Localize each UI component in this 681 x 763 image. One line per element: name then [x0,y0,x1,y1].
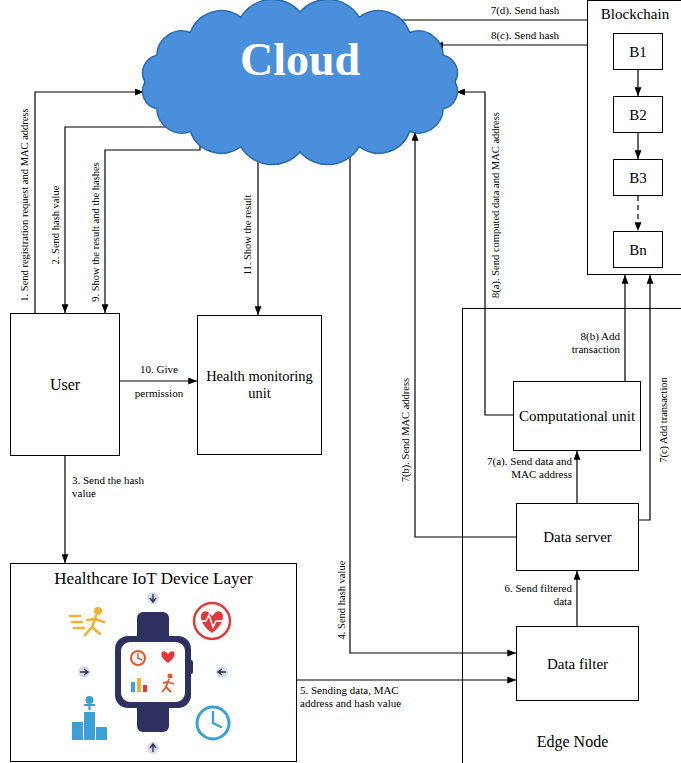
edge-label: 5. Sending data, MAC address and hash va… [300,684,425,710]
edge-label: 7(b). Send MAC address [399,378,412,482]
node-label: B1 [625,43,651,61]
connector [576,451,577,503]
watch-screen [121,642,185,702]
block-box: B1 [613,33,663,70]
connector [637,196,638,231]
screen-bar [137,678,141,692]
screen-bar [131,682,135,692]
connector [435,44,587,45]
connector [120,380,197,381]
clock-hands [213,712,221,727]
edge-label: 8(b) Add transaction [545,330,620,356]
connector [415,132,516,537]
connector [105,139,200,314]
edge-node-box: Edge Node Computational unitData serverDa… [462,308,681,763]
arrow-dot-arrow [218,669,226,675]
connector [637,133,638,159]
edge-label: 1. Send registration request and MAC add… [18,108,31,301]
block-box: B2 [613,96,663,133]
podium-bar [72,722,83,740]
connector [297,679,516,680]
connector [576,571,577,626]
cloud-label: Cloud [130,32,470,87]
block-box: Bn [613,231,663,268]
connector [637,70,638,96]
clock-icon [197,707,229,739]
pulse-line [200,615,224,627]
process-box: Computational unit [513,381,641,451]
node-label: Data filter [543,655,612,673]
node-label: Blockchain [588,5,681,23]
node-label: Healthcare IoT Device Layer [11,569,296,589]
node-label: Edge Node [463,732,681,751]
edge-label: 10. Give permission [122,357,196,405]
arrow-dot-arrow [150,744,156,752]
edge-label: 9. Show the result and the hashes [89,162,102,302]
screen-runner-head [168,674,173,679]
blockchain-box: BlockchainB1B2B3Bn [587,0,681,275]
screen-clock-hands [138,653,142,660]
screen-heart [161,651,174,663]
edge-label: 8(c). Send hash [470,29,580,42]
edge-label: 8(a). Send computed data and MAC address [489,112,502,298]
arrow-dot [216,666,228,678]
connector [35,92,144,313]
cloud-shape: Cloud [130,0,470,170]
process-box: Health monitoring unit [197,315,322,455]
node-label: B3 [625,169,651,187]
edge-label: 11. Show the result [241,195,254,276]
arrow-dot [147,592,159,604]
node-label: Data server [539,528,616,546]
watch-case [115,636,191,708]
edge-label: 6. Send filtered data [500,582,572,608]
screen-bar [143,685,147,692]
podium-bar [96,727,107,740]
connector [375,19,587,20]
screen-clock [131,651,145,665]
edge-label: 2. Send hash value [49,186,62,265]
heart-icon [201,611,223,633]
process-box: Data filter [516,626,639,701]
edge-label: 7(d). Send hash [470,4,580,17]
connector [456,92,513,415]
block-box: B3 [613,159,663,196]
connector [64,456,65,563]
arrow-dot-arrow [150,594,156,602]
node-label: Computational unit [515,407,639,425]
node-label: B2 [625,106,651,124]
edge-label: 3. Send the hash value [72,474,157,500]
process-box: Data server [516,503,639,571]
arrow-dot-arrow [80,669,88,675]
podium-bar [84,712,95,740]
arrow-dot [147,742,159,754]
edge-label: 4. Send hash value [335,561,348,640]
connector [65,127,178,313]
node-label: Bn [625,241,651,259]
podium-figure [86,696,94,704]
runner-icon [70,616,104,635]
device-layer-box: Healthcare IoT Device Layer [10,563,297,762]
node-label: User [46,375,84,394]
iot-illustration [70,592,230,754]
user-box: User [10,313,120,456]
node-label: Health monitoring unit [198,368,321,403]
edge-label: 7(c) Add transaction [657,377,670,463]
podium-figure [84,704,95,710]
arrow-dot [78,666,90,678]
screen-runner [162,679,174,692]
connector [624,275,625,381]
heart-icon-ring [194,603,230,639]
runner-icon-head [94,607,102,615]
edge-label: 7(a). Send data and MAC address [478,455,572,481]
connector [257,152,258,315]
